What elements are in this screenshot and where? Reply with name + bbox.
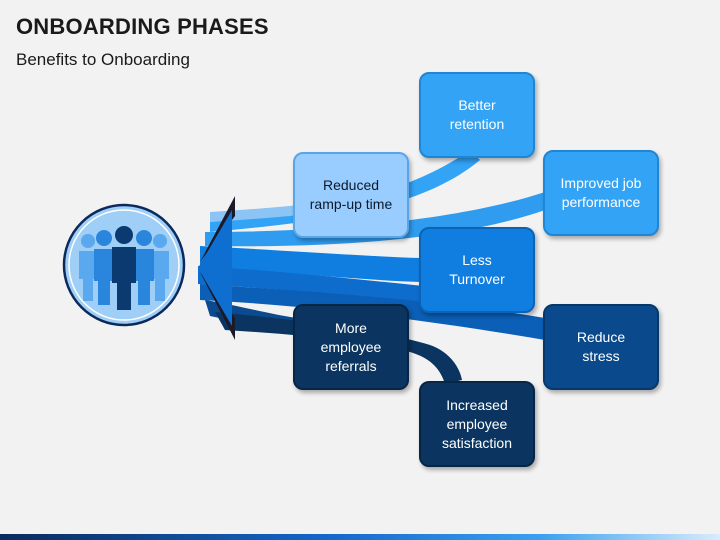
- benefit-box-increased-employee-satisfaction: Increased employee satisfaction: [419, 381, 535, 467]
- arrow-tip-bottom: [200, 272, 235, 340]
- ribbon-less-turnover: [200, 246, 420, 282]
- benefit-box-reduce-stress: Reduce stress: [543, 304, 659, 390]
- benefit-box-better-retention: Better retention: [419, 72, 535, 158]
- page-title: ONBOARDING PHASES: [16, 14, 269, 39]
- benefit-box-improved-job-performance: Improved job performance: [543, 150, 659, 236]
- benefit-box-less-turnover: Less Turnover: [419, 227, 535, 313]
- people-group-icon: [62, 203, 186, 327]
- arrow-tip-top: [200, 196, 235, 262]
- ribbon-increased-satisfaction: [215, 312, 462, 384]
- arrow-head-fill: [198, 210, 232, 326]
- page-subtitle: Benefits to Onboarding: [16, 50, 190, 69]
- ribbon-better-retention: [210, 150, 480, 232]
- benefit-box-reduced-ramp-up-time: Reduced ramp-up time: [293, 152, 409, 238]
- ribbon-improved-job-performance: [205, 192, 545, 247]
- benefit-box-more-employee-referrals: More employee referrals: [293, 304, 409, 390]
- footer-bar: [0, 534, 720, 540]
